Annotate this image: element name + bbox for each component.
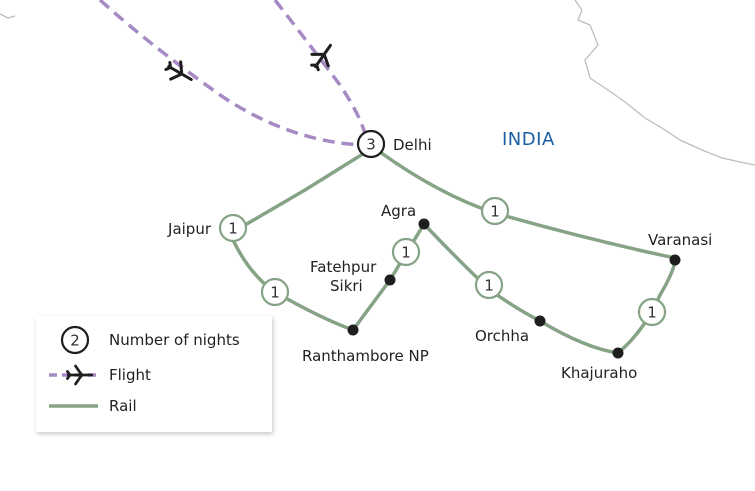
flight-route-1 [98,0,364,147]
rail-orchha-khajuraho [538,319,620,355]
city-label-ranthambore: Ranthambore NP [302,347,429,365]
country-label: INDIA [502,129,555,150]
rail-delhi-varanasi [378,150,677,260]
segment-nights-marker: 1 [637,297,667,327]
legend-rail-label: Rail [109,397,137,415]
rail-agra-orchha [422,222,542,323]
svg-text:2: 2 [70,332,80,350]
rail-delhi-jaipur [243,150,368,227]
svg-text:1: 1 [228,220,238,238]
segment-nights-marker: 1 [480,196,510,226]
segment-nights-marker: 1 [474,270,504,300]
legend-flight-label: Flight [109,366,151,384]
svg-text:3: 3 [366,136,376,154]
svg-text:1: 1 [401,244,411,262]
legend-nights-sample: 2 [60,325,90,355]
jaipur-nights-marker: 1 [218,213,248,243]
segment-nights-marker: 1 [391,237,421,267]
city-label-orchha: Orchha [475,327,529,345]
svg-text:1: 1 [647,304,657,322]
border-line-east [574,0,755,166]
svg-text:1: 1 [484,277,494,295]
city-label-jaipur: Jaipur [167,220,212,238]
city-label-agra: Agra [381,202,416,220]
delhi-nights-marker: 3 [356,129,386,159]
city-label-khajuraho: Khajuraho [561,364,637,382]
node-fatehpur [384,274,396,286]
city-label-varanasi: Varanasi [648,231,712,249]
node-khajuraho [612,347,624,359]
node-varanasi [669,254,681,266]
node-agra [418,218,430,230]
city-label-delhi: Delhi [393,136,432,154]
svg-text:1: 1 [490,203,500,221]
rail-khajuraho-varanasi [616,260,677,355]
border-line-west [0,13,16,19]
legend: 2 Number of nights Flight Rail [36,316,272,432]
flight-route-2 [273,0,368,139]
city-label-sikri: Sikri [330,277,363,295]
svg-text:1: 1 [270,284,280,302]
segment-nights-marker: 1 [260,277,290,307]
node-ranthambore [347,324,359,336]
rail-ranthambore-fatehpur [351,278,392,332]
node-orchha [534,315,546,327]
legend-nights-label: Number of nights [109,331,240,349]
city-label-fatehpur: Fatehpur [310,258,377,276]
